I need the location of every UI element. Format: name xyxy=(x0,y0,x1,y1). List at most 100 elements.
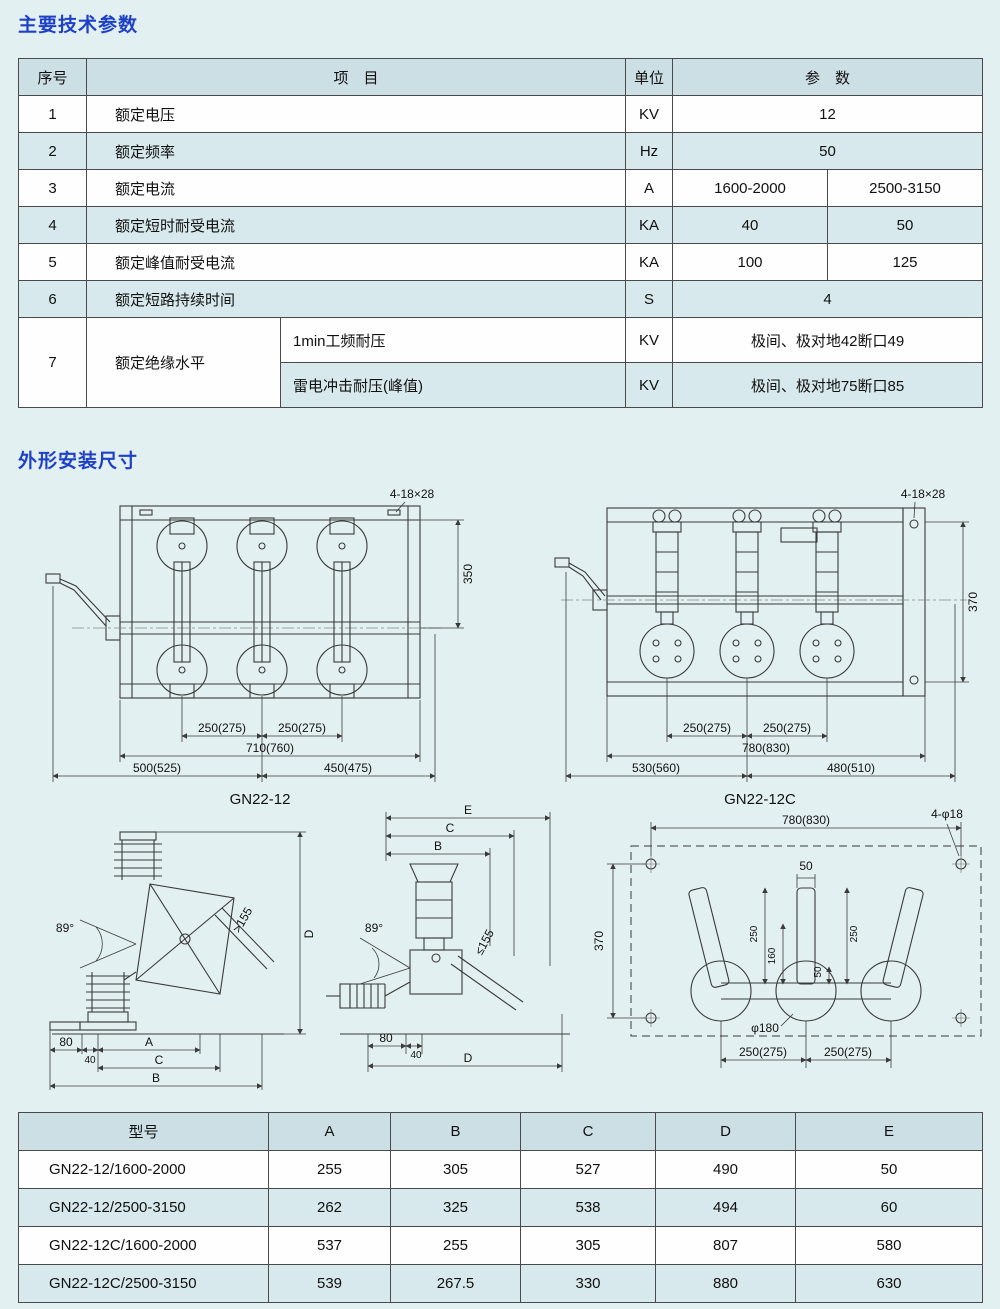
dim-pole-pitch: 250(275) xyxy=(763,721,811,735)
dim-lines-height xyxy=(607,863,645,1019)
dim-160-v: 160 xyxy=(767,947,778,964)
cell-param: 1600-2000 xyxy=(672,169,829,207)
cell-no: 3 xyxy=(18,169,87,207)
cell-unit: Hz xyxy=(625,132,674,170)
col-header-e: E xyxy=(795,1112,983,1151)
dim-overall-left: 530(560) xyxy=(632,761,680,775)
cell-param: 4 xyxy=(672,280,984,318)
cell-b: 255 xyxy=(390,1226,521,1265)
cell-param: 极间、极对地42断口49 xyxy=(672,317,984,363)
table-row: GN22-12C/1600-2000 537 255 305 807 580 xyxy=(18,1226,983,1265)
mounting-plate-outline xyxy=(630,845,982,1037)
dim-lines-width xyxy=(650,822,962,856)
bolt-leader-line xyxy=(395,501,406,513)
cell-item: 额定峰值耐受电流 xyxy=(85,243,627,281)
cell-no: 1 xyxy=(18,95,87,133)
cell-b: 267.5 xyxy=(390,1264,521,1303)
dim-d: D xyxy=(464,1051,473,1065)
dim-lines-bottom xyxy=(49,1030,263,1090)
col-header-b: B xyxy=(390,1112,521,1151)
gap-label: >155 xyxy=(230,905,256,936)
dim-370: 370 xyxy=(592,931,606,951)
cell-d: 494 xyxy=(655,1188,796,1227)
dim-overall-left: 500(525) xyxy=(133,761,181,775)
cell-param: 100 xyxy=(672,243,829,281)
cell-no: 2 xyxy=(18,132,87,170)
col-header-item: 项 目 xyxy=(85,58,627,96)
dim-50-v: 50 xyxy=(813,966,824,978)
dim-pole-pitch: 250(275) xyxy=(278,721,326,735)
cell-a: 255 xyxy=(268,1150,391,1189)
gap-label: ≤155 xyxy=(472,927,497,957)
dim-250-v: 250 xyxy=(749,925,760,942)
dim-frame-width: 780(830) xyxy=(742,741,790,755)
col-header-d: D xyxy=(655,1112,796,1151)
params-table: 序号 项 目 单位 参 数 1 额定电压 KV 12 2 额定频率 Hz 50 … xyxy=(18,58,984,408)
cell-c: 330 xyxy=(520,1264,656,1303)
dim-lines-pad xyxy=(762,874,850,985)
angle-label: 89° xyxy=(365,921,383,935)
cell-item: 额定短路持续时间 xyxy=(85,280,627,318)
cell-model: GN22-12/1600-2000 xyxy=(18,1150,269,1189)
terminal-pads xyxy=(688,887,924,988)
dim-250-v2: 250 xyxy=(849,925,860,942)
horizontal-insulator xyxy=(326,981,411,1009)
cell-unit: KV xyxy=(625,317,674,363)
operating-lever xyxy=(45,573,111,627)
switch-frame xyxy=(105,505,421,699)
cell-c: 538 xyxy=(520,1188,656,1227)
bolt-note: 4-18×28 xyxy=(901,487,946,501)
insulator-column xyxy=(409,863,463,995)
bolt-leader-line xyxy=(946,823,960,857)
drawing-gn22-12c-plan: 4-φ18 780(830) 370 50 250 xyxy=(592,807,982,1068)
dim-e: E xyxy=(464,803,472,817)
cell-unit: A xyxy=(625,169,674,207)
cell-unit: KV xyxy=(625,95,674,133)
table-row: GN22-12/2500-3150 262 325 538 494 60 xyxy=(18,1188,983,1227)
cell-model: GN22-12C/1600-2000 xyxy=(18,1226,269,1265)
col-header-a: A xyxy=(268,1112,391,1151)
dim-c: C xyxy=(446,821,455,835)
pole-bases xyxy=(690,960,922,1022)
cell-model: GN22-12/2500-3150 xyxy=(18,1188,269,1227)
dim-c: C xyxy=(155,1053,164,1067)
pole-assembly xyxy=(316,517,368,699)
cell-subitem: 1min工频耐压 xyxy=(279,317,627,363)
dim-b: B xyxy=(152,1071,160,1085)
cell-b: 325 xyxy=(390,1188,521,1227)
table-row: 雷电冲击耐压(峰值) KV 极间、极对地75断口85 xyxy=(19,362,984,408)
drive-rod xyxy=(49,1021,81,1031)
pole-assembly xyxy=(639,509,695,679)
bolt-note: 4-φ18 xyxy=(931,807,963,821)
cell-c: 305 xyxy=(520,1226,656,1265)
pole-assembly xyxy=(236,517,288,699)
dim-pole-pitch: 250(275) xyxy=(739,1045,787,1059)
bolt-note: 4-18×28 xyxy=(390,487,435,501)
dim-lines-bottom xyxy=(565,572,956,782)
dim-40: 40 xyxy=(84,1055,96,1066)
dim-80: 80 xyxy=(59,1035,73,1049)
section-title-dimensions: 外形安装尺寸 xyxy=(18,451,139,472)
cell-no: 5 xyxy=(18,243,87,281)
cell-e: 60 xyxy=(795,1188,983,1227)
cell-item: 额定电流 xyxy=(85,169,627,207)
section-title-tech-params: 主要技术参数 xyxy=(18,15,139,36)
dim-lines-bottom xyxy=(367,1014,563,1072)
table-row: 5 额定峰值耐受电流 KA 100 125 xyxy=(18,243,984,281)
cell-param: 125 xyxy=(827,243,984,281)
dim-350: 350 xyxy=(461,564,475,584)
dim-40: 40 xyxy=(410,1050,422,1061)
dim-lines-bottom xyxy=(720,1021,892,1068)
cell-no: 7 xyxy=(18,317,87,408)
switch-housing xyxy=(135,883,235,995)
cell-param: 40 xyxy=(672,206,829,244)
cell-unit: KA xyxy=(625,243,674,281)
blade-arm xyxy=(450,955,524,1011)
dim-pole-pitch: 250(275) xyxy=(198,721,246,735)
cell-item: 额定电压 xyxy=(85,95,627,133)
cell-item: 额定短时耐受电流 xyxy=(85,206,627,244)
cell-c: 527 xyxy=(520,1150,656,1189)
col-header-no: 序号 xyxy=(18,58,87,96)
cell-param: 2500-3150 xyxy=(827,169,984,207)
cell-subitem: 雷电冲击耐压(峰值) xyxy=(279,362,627,408)
